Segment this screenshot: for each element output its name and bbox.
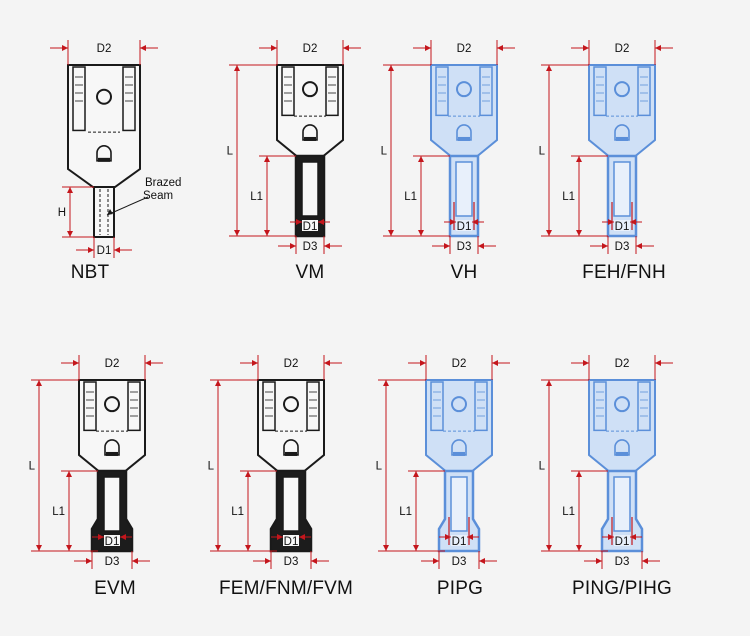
dim-l1-vm: L1 — [250, 191, 263, 203]
receptacle-body — [430, 64, 498, 159]
dim-l-feh: L — [539, 146, 546, 158]
dim-d2-fem: D2 — [284, 358, 299, 370]
dim-h-nbt: H — [58, 207, 66, 219]
dim-l-pipg: L — [376, 461, 383, 473]
receptacle-body — [67, 64, 141, 188]
insulation-sleeve — [269, 469, 313, 553]
dim-l-vh: L — [381, 146, 388, 158]
caption-vm: VM — [295, 262, 325, 283]
dim-l-evm: L — [29, 461, 36, 473]
dim-l1-ping: L1 — [562, 506, 575, 518]
caption-pipg: PIPG — [436, 578, 484, 599]
dim-d3-vh: D3 — [457, 241, 472, 253]
dim-l1-pipg: L1 — [399, 506, 412, 518]
dim-d1-feh: D1 — [615, 221, 630, 233]
dim-d2-evm: D2 — [105, 358, 120, 370]
receptacle-body — [425, 379, 493, 474]
brazed-barrel — [93, 186, 115, 238]
dim-l1-vh: L1 — [404, 191, 417, 203]
dim-l1-evm: L1 — [52, 506, 65, 518]
dim-d2-feh: D2 — [615, 43, 630, 55]
caption-vh: VH — [450, 262, 478, 283]
caption-evm: EVM — [94, 578, 136, 599]
dim-d3-vm: D3 — [303, 241, 318, 253]
dim-d2-vm: D2 — [303, 43, 318, 55]
insulation-sleeve — [600, 469, 644, 553]
dim-d1-vm: D1 — [303, 221, 318, 233]
receptacle-body — [257, 379, 325, 474]
dim-l1-feh: L1 — [562, 191, 575, 203]
dim-d1-nbt: D1 — [97, 245, 112, 257]
dim-d2-pipg: D2 — [452, 358, 467, 370]
dim-d2-nbt: D2 — [97, 43, 112, 55]
dim-d1-pipg: D1 — [452, 536, 467, 548]
dim-l1-fem: L1 — [231, 506, 244, 518]
caption-nbt: NBT — [70, 262, 110, 283]
insulation-sleeve — [294, 154, 326, 238]
dim-d3-fem: D3 — [284, 556, 299, 568]
dim-d3-feh: D3 — [615, 241, 630, 253]
insulation-sleeve — [448, 154, 480, 238]
dim-d2-vh: D2 — [457, 43, 472, 55]
dim-d2-ping: D2 — [615, 358, 630, 370]
note-brazed: Brazed — [145, 177, 181, 189]
dim-d3-ping: D3 — [615, 556, 630, 568]
dim-d3-pipg: D3 — [452, 556, 467, 568]
dim-d1-ping: D1 — [615, 536, 630, 548]
dim-l-fem: L — [208, 461, 215, 473]
receptacle-body — [588, 64, 656, 159]
insulation-sleeve — [437, 469, 481, 553]
dim-d1-evm: D1 — [105, 536, 120, 548]
note-seam: Seam — [143, 190, 173, 202]
receptacle-body — [276, 64, 344, 159]
dim-l-vm: L — [227, 146, 234, 158]
dim-d1-vh: D1 — [457, 221, 472, 233]
caption-fem: FEM/FNM/FVM — [218, 578, 354, 599]
dim-d3-evm: D3 — [105, 556, 120, 568]
receptacle-body — [78, 379, 146, 474]
receptacle-body — [588, 379, 656, 474]
dim-d1-fem: D1 — [284, 536, 299, 548]
dim-l-ping: L — [539, 461, 546, 473]
caption-ping: PING/PIHG — [572, 578, 672, 599]
caption-feh: FEH/FNH — [582, 262, 666, 283]
